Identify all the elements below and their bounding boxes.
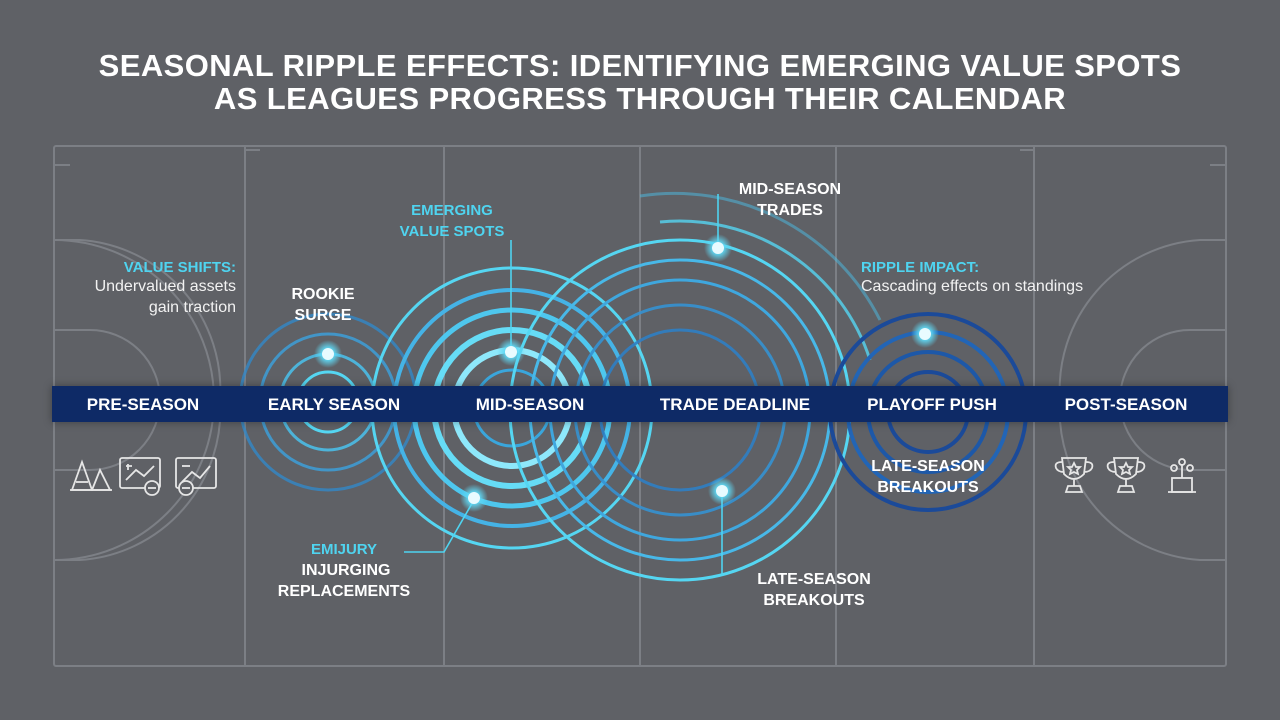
injury-replacements-line-3: REPLACEMENTS <box>277 583 411 600</box>
phase-playoff-push: PLAYOFF PUSH <box>867 395 997 414</box>
value-shifts-heading: VALUE SHIFTS: <box>123 259 236 276</box>
podium-icon <box>1168 458 1196 493</box>
hotspot-dots <box>314 234 939 512</box>
timeline-bar <box>52 386 1228 422</box>
late-breakouts-playoff-line-2: BREAKOUTS <box>877 479 979 496</box>
phase-post-season: POST-SEASON <box>1064 395 1188 414</box>
late-breakouts-playoff-line-1: LATE-SEASON <box>871 458 985 475</box>
late-breakouts-bottom-line-1: LATE-SEASON <box>757 571 871 588</box>
ripple-impact-heading: RIPPLE IMPACT: <box>861 259 980 276</box>
trophy-icon <box>1106 457 1146 493</box>
mid-season-trades-line-1: MID-SEASON <box>738 181 842 198</box>
phase-trade-deadline: TRADE DEADLINE <box>659 395 811 414</box>
ripple-impact-line-1: Cascading effects on standings <box>861 278 1084 295</box>
mid-season-trades-line-2: TRADES <box>757 202 823 219</box>
title-line-1: SEASONAL RIPPLE EFFECTS: IDENTIFYING EME… <box>98 48 1182 83</box>
title-line-2: AS LEAGUES PROGRESS THROUGH THEIR CALEND… <box>213 81 1067 116</box>
trophy-icon <box>1054 457 1094 493</box>
late-breakouts-bottom-line-2: BREAKOUTS <box>763 592 865 609</box>
rookie-surge-line-1: ROOKIE <box>291 286 355 303</box>
emerging-value-line-1: EMERGING <box>411 202 493 219</box>
phase-mid-season: MID-SEASON <box>475 395 585 414</box>
injury-replacements-line-1: EMIJURY <box>310 541 378 558</box>
injury-replacements-line-2: INJURGING <box>301 562 391 579</box>
rookie-surge-line-2: SURGE <box>294 307 352 324</box>
court-lines <box>53 145 1227 667</box>
phase-pre-season: PRE-SEASON <box>86 395 200 414</box>
phase-early-season: EARLY SEASON <box>267 395 401 414</box>
cone-icon <box>70 459 112 491</box>
tactics-board-icon <box>119 457 161 496</box>
emerging-value-line-2: VALUE SPOTS <box>399 223 505 240</box>
chart-board-icon <box>175 457 217 496</box>
value-shifts-line-1: Undervalued assets <box>94 278 236 295</box>
value-shifts-line-2: gain traction <box>148 299 236 316</box>
